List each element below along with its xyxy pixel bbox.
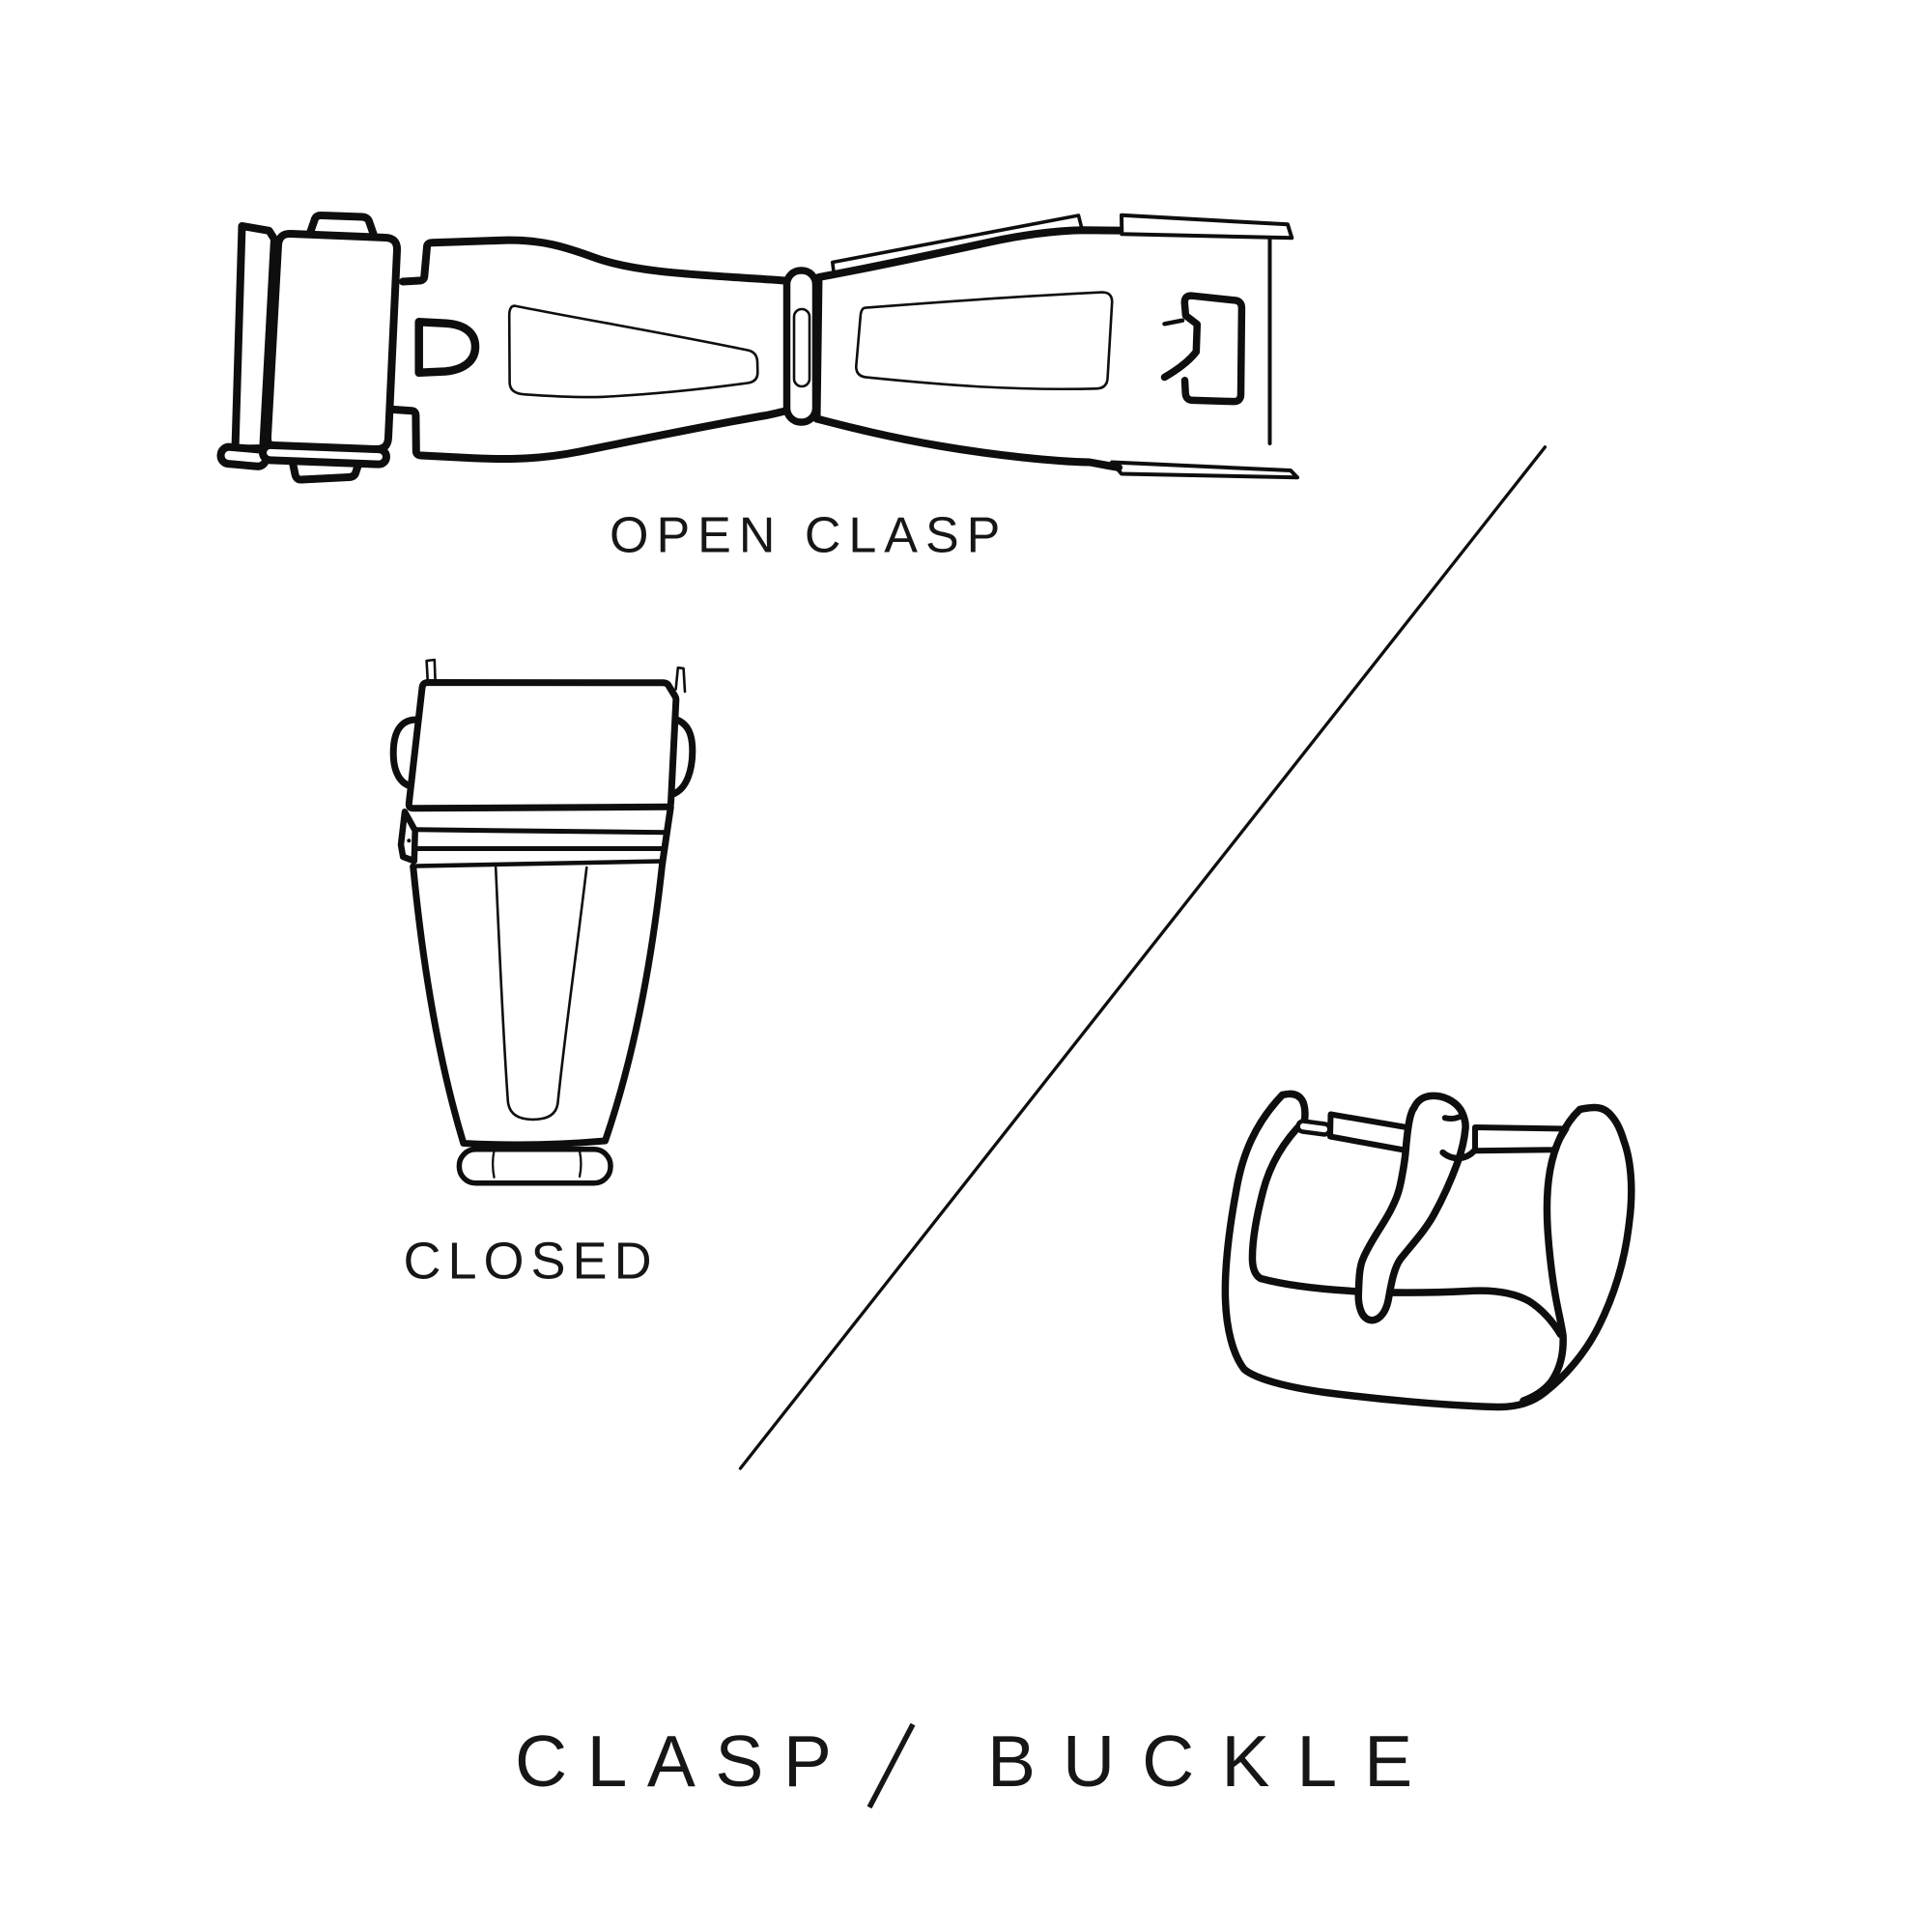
svg-text:OPEN CLASP: OPEN CLASP — [610, 508, 1008, 564]
svg-text:BUCKLE: BUCKLE — [987, 1720, 1439, 1802]
svg-text:CLASP: CLASP — [515, 1720, 851, 1802]
svg-text:CLOSED: CLOSED — [404, 1232, 659, 1290]
